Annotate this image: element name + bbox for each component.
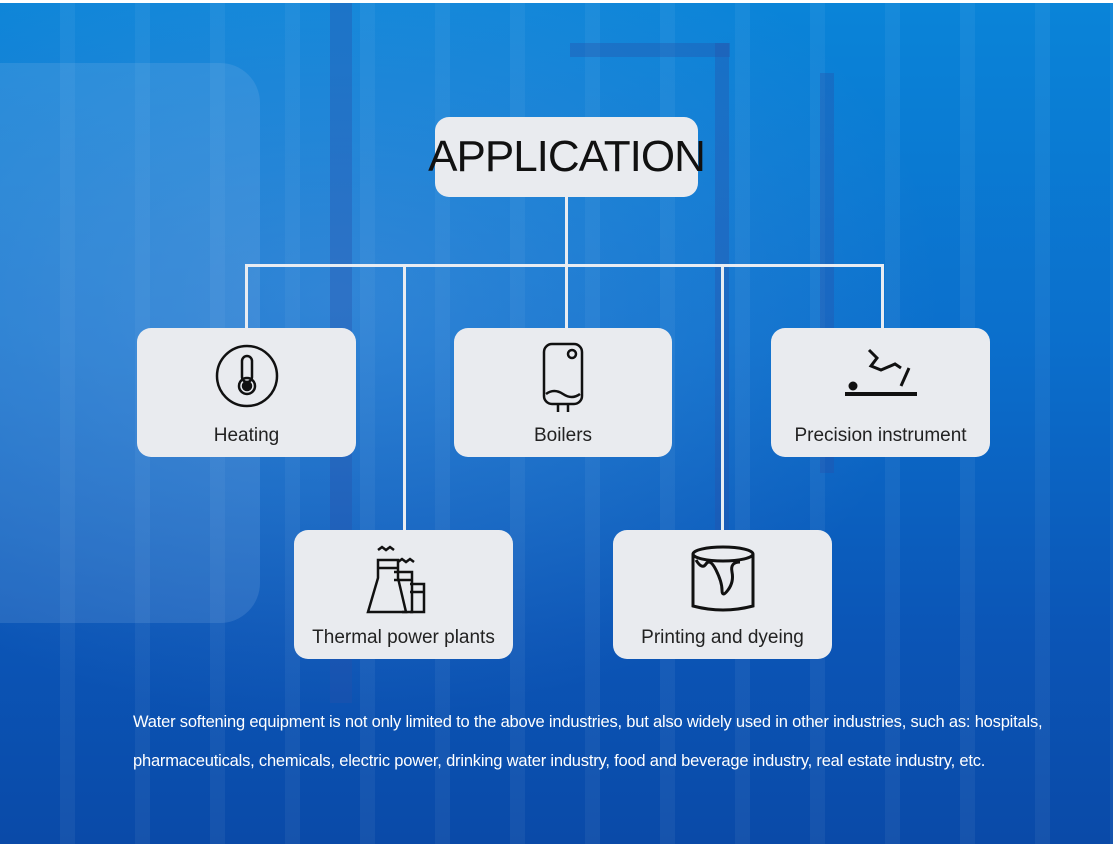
application-label: Thermal power plants — [312, 627, 495, 648]
application-card-heating: Heating — [137, 328, 356, 457]
application-label: Printing and dyeing — [641, 627, 804, 648]
connector-line — [565, 197, 568, 265]
application-card-boilers: Boilers — [454, 328, 672, 457]
application-label: Heating — [213, 425, 280, 446]
power-plant-icon — [365, 545, 425, 614]
paint-bucket-icon — [691, 545, 754, 612]
application-label: Boilers — [533, 425, 593, 446]
application-label: Precision instrument — [794, 425, 967, 446]
application-card-precision-instrument: Precision instrument — [771, 328, 990, 457]
application-card-printing-and-dyeing: Printing and dyeing — [613, 530, 832, 659]
robotic-arm-icon — [844, 348, 917, 396]
connector-line — [245, 264, 248, 328]
connector-line — [721, 264, 724, 530]
diagram-title: APPLICATION — [428, 117, 706, 197]
background-pipe — [570, 43, 730, 57]
connector-line — [881, 264, 884, 328]
application-card-thermal-power-plants: Thermal power plants — [294, 530, 513, 659]
connector-line — [565, 264, 568, 328]
description-text: Water softening equipment is not only li… — [133, 713, 1043, 770]
connector-line — [403, 264, 406, 530]
connector-line — [245, 264, 884, 267]
thermometer-cycle-icon — [215, 344, 278, 408]
water-heater-icon — [542, 342, 584, 412]
